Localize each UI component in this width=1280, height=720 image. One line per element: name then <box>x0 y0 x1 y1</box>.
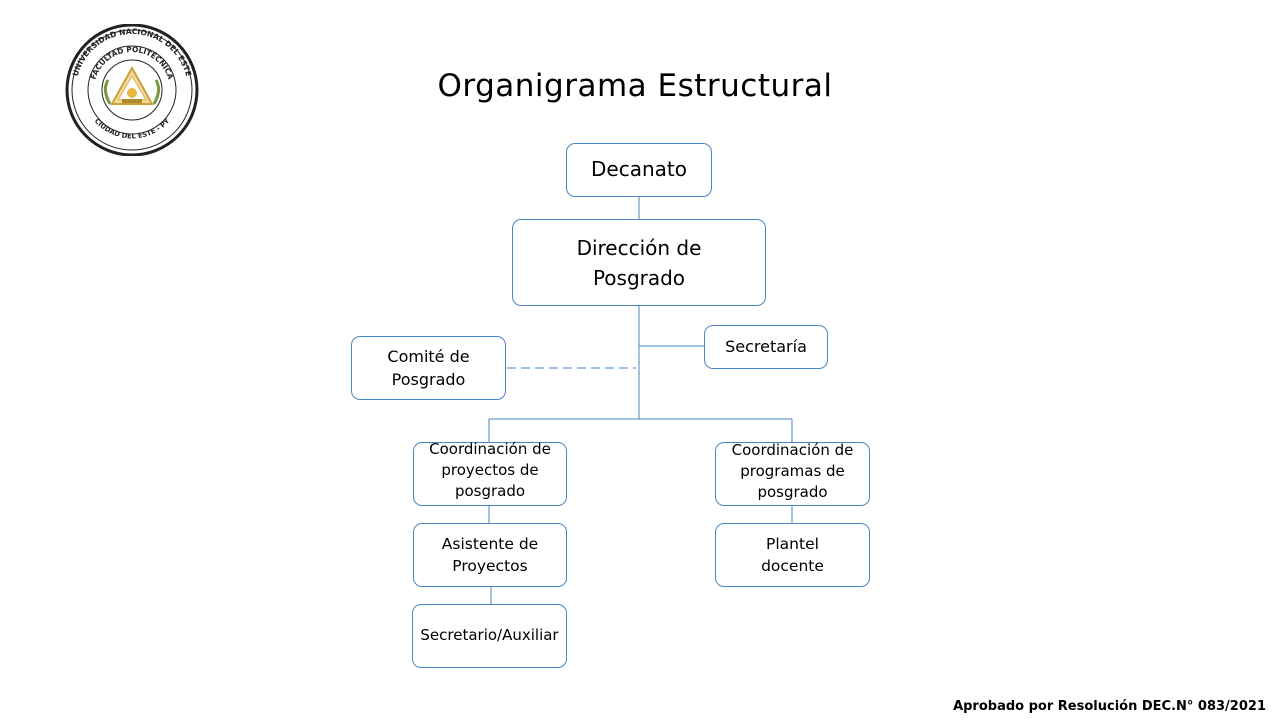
node-comite-posgrado: Comité de Posgrado <box>351 336 506 400</box>
node-coordinacion-proyectos-label: Coordinación de proyectos de posgrado <box>429 440 551 500</box>
node-secretario-auxiliar: Secretario/Auxiliar <box>412 604 567 668</box>
approval-footnote: Aprobado por Resolución DEC.N° 083/2021 <box>953 699 1266 714</box>
node-direccion-label: Dirección de Posgrado <box>576 235 702 290</box>
node-coordinacion-programas-label: Coordinación de programas de posgrado <box>731 441 854 501</box>
node-decanato: Decanato <box>566 143 712 197</box>
node-direccion-posgrado: Dirección de Posgrado <box>512 219 766 306</box>
node-coordinacion-proyectos: Coordinación de proyectos de posgrado <box>413 440 567 506</box>
university-seal-logo: UNIVERSIDAD NACIONAL DEL ESTE FACULTAD P… <box>65 24 199 156</box>
page-title: Organigrama Estructural <box>437 68 833 104</box>
node-secretario-auxiliar-label: Secretario/Auxiliar <box>420 626 559 645</box>
node-comite-label: Comité de Posgrado <box>387 346 470 389</box>
node-plantel-docente: Plantel docente <box>715 523 870 587</box>
node-asistente-label: Asistente de Proyectos <box>441 534 539 575</box>
node-asistente-proyectos: Asistente de Proyectos <box>413 523 567 587</box>
node-decanato-label: Decanato <box>591 157 687 182</box>
node-coordinacion-programas: Coordinación de programas de posgrado <box>715 441 870 506</box>
node-secretaria: Secretaría <box>704 325 828 369</box>
node-secretaria-label: Secretaría <box>725 336 807 356</box>
node-plantel-label: Plantel docente <box>761 534 824 575</box>
